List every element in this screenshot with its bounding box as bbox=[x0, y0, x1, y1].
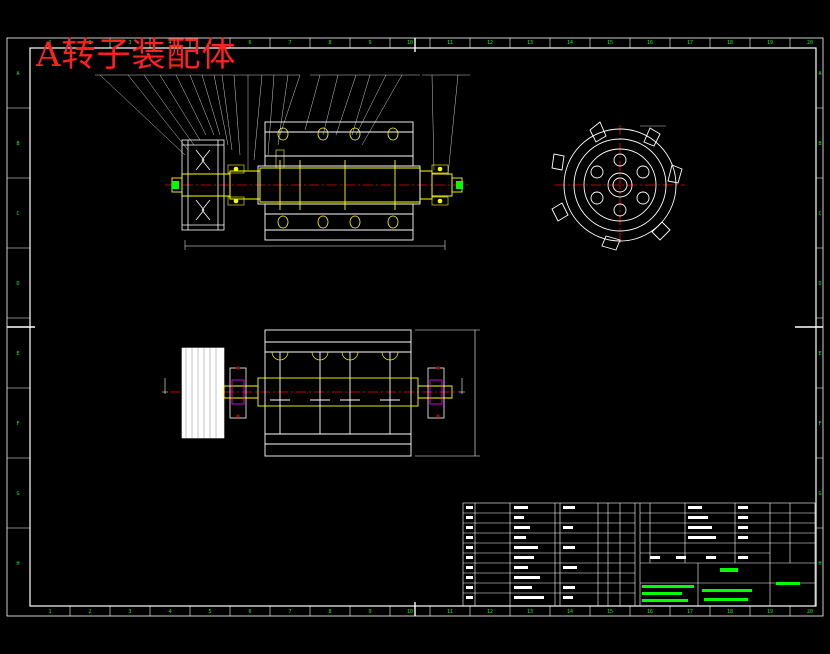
zone-col-label: 7 bbox=[288, 40, 291, 46]
zone-row-label: A bbox=[818, 71, 821, 77]
zone-col-label: 11 bbox=[447, 609, 453, 615]
zone-col-label: 10 bbox=[407, 40, 413, 46]
zone-row-label: C bbox=[16, 211, 19, 217]
zone-row-label: A bbox=[16, 71, 19, 77]
zone-col-label: 16 bbox=[647, 40, 653, 46]
zone-labels: 1122334455667788991010111112121313141415… bbox=[16, 40, 821, 615]
zone-col-label: 12 bbox=[487, 40, 493, 46]
title-block bbox=[462, 502, 816, 607]
zone-row-label: D bbox=[818, 281, 821, 287]
zone-col-label: 11 bbox=[447, 40, 453, 46]
zone-col-label: 8 bbox=[328, 40, 331, 46]
zone-col-label: 14 bbox=[567, 40, 573, 46]
end-view bbox=[551, 121, 685, 251]
zone-col-label: 1 bbox=[48, 40, 51, 46]
zone-col-label: 10 bbox=[407, 609, 413, 615]
plan-view bbox=[162, 329, 480, 457]
zone-row-label: E bbox=[16, 351, 19, 357]
zone-col-label: 15 bbox=[607, 40, 613, 46]
zone-row-label: H bbox=[16, 561, 19, 567]
zone-col-label: 17 bbox=[687, 40, 693, 46]
zone-col-label: 3 bbox=[128, 609, 131, 615]
zone-row-label: B bbox=[16, 141, 19, 147]
zone-row-label: G bbox=[818, 491, 821, 497]
drawing-frame bbox=[6, 37, 824, 617]
zone-row-label: H bbox=[818, 561, 821, 567]
zone-col-label: 3 bbox=[128, 40, 131, 46]
zone-col-label: 15 bbox=[607, 609, 613, 615]
zone-row-label: F bbox=[818, 421, 821, 427]
zone-col-label: 5 bbox=[208, 40, 211, 46]
zone-col-label: 4 bbox=[168, 40, 171, 46]
zone-col-label: 5 bbox=[208, 609, 211, 615]
zone-col-label: 18 bbox=[727, 40, 733, 46]
zone-col-label: 19 bbox=[767, 609, 773, 615]
zone-col-label: 9 bbox=[368, 609, 371, 615]
zone-col-label: 20 bbox=[807, 609, 813, 615]
zone-row-label: G bbox=[16, 491, 19, 497]
zone-col-label: 8 bbox=[328, 609, 331, 615]
zone-col-label: 7 bbox=[288, 609, 291, 615]
zone-col-label: 18 bbox=[727, 609, 733, 615]
zone-col-label: 16 bbox=[647, 609, 653, 615]
zone-col-label: 14 bbox=[567, 609, 573, 615]
zone-col-label: 20 bbox=[807, 40, 813, 46]
zone-col-label: 13 bbox=[527, 40, 533, 46]
zone-col-label: 2 bbox=[88, 609, 91, 615]
zone-col-label: 1 bbox=[48, 609, 51, 615]
zone-col-label: 13 bbox=[527, 609, 533, 615]
zone-col-label: 6 bbox=[248, 609, 251, 615]
section-view bbox=[95, 74, 470, 250]
zone-col-label: 6 bbox=[248, 40, 251, 46]
zone-col-label: 12 bbox=[487, 609, 493, 615]
zone-col-label: 9 bbox=[368, 40, 371, 46]
zone-row-label: E bbox=[818, 351, 821, 357]
zone-col-label: 19 bbox=[767, 40, 773, 46]
drawing-title: A转子装配体 bbox=[36, 35, 237, 75]
zone-col-label: 17 bbox=[687, 609, 693, 615]
zone-row-label: B bbox=[818, 141, 821, 147]
zone-row-label: D bbox=[16, 281, 19, 287]
zone-row-label: C bbox=[818, 211, 821, 217]
zone-col-label: 4 bbox=[168, 609, 171, 615]
zone-col-label: 2 bbox=[88, 40, 91, 46]
zone-row-label: F bbox=[16, 421, 19, 427]
